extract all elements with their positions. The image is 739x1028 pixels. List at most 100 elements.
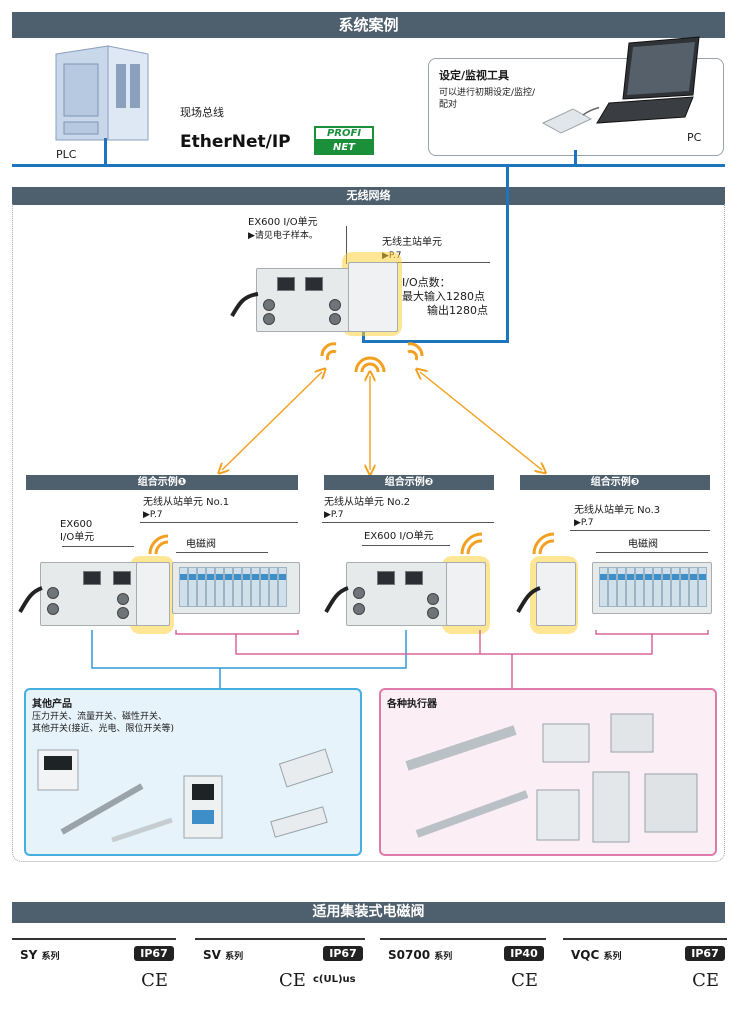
example-1-bar: 组合示例❶	[26, 475, 298, 490]
valve	[251, 567, 260, 607]
example-2-slave-ref: ▶P.7	[324, 510, 344, 520]
other-products-line1: 压力开关、流量开关、磁性开关、	[32, 712, 168, 722]
series-sv-ce-mark: CE	[279, 970, 306, 991]
series-sy-ip: IP67	[134, 946, 174, 961]
series-name: SY 系列	[20, 948, 60, 962]
example-1-ex600-line2: I/O单元	[60, 532, 95, 543]
sensor-products-illustration	[37, 748, 334, 843]
series-sv-ip: IP67	[323, 946, 363, 961]
valve	[617, 567, 626, 607]
example-1-slave-leader	[140, 522, 298, 523]
example-3-valve-leader	[596, 552, 708, 553]
fieldbus-line	[12, 164, 725, 167]
io-port	[117, 607, 129, 619]
fieldbus-label: 现场总线	[180, 106, 224, 119]
io-display	[83, 571, 101, 585]
valve	[644, 567, 653, 607]
bus-to-master-line-h	[362, 340, 509, 343]
example-3-slave-leader	[570, 530, 710, 531]
example-3-slave-ref: ▶P.7	[574, 518, 594, 528]
wireless-bar-title: 无线网络	[346, 189, 391, 202]
io-port	[353, 603, 365, 615]
connection-lines	[91, 630, 709, 688]
usb-adapter-illustration	[541, 106, 599, 134]
valve	[260, 567, 269, 607]
example-2-ex600-leader	[362, 545, 450, 546]
valve	[233, 567, 242, 607]
io-display	[405, 571, 423, 585]
io-port	[263, 299, 275, 311]
valve	[653, 567, 662, 607]
master-label: 无线主站单元	[382, 237, 442, 248]
io-display	[113, 571, 131, 585]
example-2-slave-leader	[322, 522, 494, 523]
io-port	[427, 593, 439, 605]
series-s0700-suffix: 系列	[434, 952, 453, 962]
series-sy-ce-mark: CE	[141, 970, 168, 991]
setting-tool-desc-1: 可以进行初期设定/监控/	[439, 88, 536, 98]
other-products-title: 其他产品	[32, 699, 72, 710]
series-vqc-ce-mark: CE	[692, 970, 719, 991]
io-port	[329, 299, 341, 311]
valve	[179, 567, 188, 607]
io-port	[47, 587, 59, 599]
actuator-products-illustration	[405, 713, 698, 843]
example-2-slave-label: 无线从站单元 No.2	[324, 497, 411, 508]
example-1-slave-ref: ▶P.7	[143, 510, 163, 520]
wireless-bar: 无线网络	[12, 187, 725, 205]
example-2-cable	[324, 586, 349, 614]
example-1-slave-label: 无线从站单元 No.1	[143, 497, 230, 508]
setting-tool-desc-2: 配对	[439, 100, 458, 110]
series-name: VQC 系列	[571, 948, 622, 962]
io-points-out: 输出1280点	[427, 304, 488, 317]
plc-drop-line	[104, 138, 107, 166]
example-2-slave-unit	[446, 562, 486, 626]
pc-drop-line	[574, 150, 577, 166]
master-cable	[230, 292, 259, 318]
series-card-s0700: S0700 系列 IP40 CE	[380, 938, 546, 998]
profinet-logo-bottom: NET	[314, 141, 374, 155]
master-signal-icon	[320, 342, 424, 373]
example-3-slave-unit	[536, 562, 576, 626]
page-title: 系统案例	[338, 16, 399, 34]
io-points-label: I/O点数：	[402, 276, 451, 289]
example-3-slave-label: 无线从站单元 No.3	[574, 505, 661, 516]
io-port	[117, 593, 129, 605]
valve	[206, 567, 215, 607]
io-port	[47, 603, 59, 615]
valve	[197, 567, 206, 607]
profinet-logo: PROFI NET	[314, 126, 374, 156]
ex600-note: ▶请见电子样本。	[248, 231, 318, 241]
master-unit	[348, 262, 398, 332]
actuators-title: 各种执行器	[387, 699, 437, 710]
setting-tool-box: 设定/监视工具 可以进行初期设定/监控/ 配对 PC	[428, 36, 724, 156]
valve	[698, 567, 707, 607]
series-card-vqc: VQC 系列 IP67 CE	[563, 938, 727, 998]
valve	[188, 567, 197, 607]
example-1-valve-label: 电磁阀	[186, 539, 216, 550]
example-3-title: 组合示例❸	[590, 477, 640, 488]
valve	[671, 567, 680, 607]
example-1-valve-manifold	[172, 562, 300, 614]
example-3-valve-manifold	[592, 562, 712, 614]
applicable-bar-title: 适用集装式电磁阀	[312, 904, 425, 920]
laptop-illustration	[596, 36, 700, 124]
io-port	[353, 587, 365, 599]
ex600-label: EX600 I/O单元	[248, 217, 318, 228]
series-name: SV 系列	[203, 948, 243, 962]
wireless-network-frame	[12, 204, 725, 862]
master-io-unit	[256, 268, 350, 332]
series-card-sv: SV 系列 IP67 CE c(UL)us	[195, 938, 365, 998]
example-1-valve-leader	[176, 552, 268, 553]
setting-tool-title: 设定/监视工具	[439, 69, 510, 82]
series-sy-name: SY	[20, 948, 38, 962]
plc-label: PLC	[56, 148, 77, 161]
page-title-bar: 系统案例	[12, 12, 725, 38]
valve	[662, 567, 671, 607]
io-port	[329, 313, 341, 325]
series-card-sy: SY 系列 IP67 CE	[12, 938, 176, 998]
series-s0700-name: S0700	[388, 948, 431, 962]
io-display	[377, 571, 395, 585]
io-port	[427, 607, 439, 619]
valve	[680, 567, 689, 607]
